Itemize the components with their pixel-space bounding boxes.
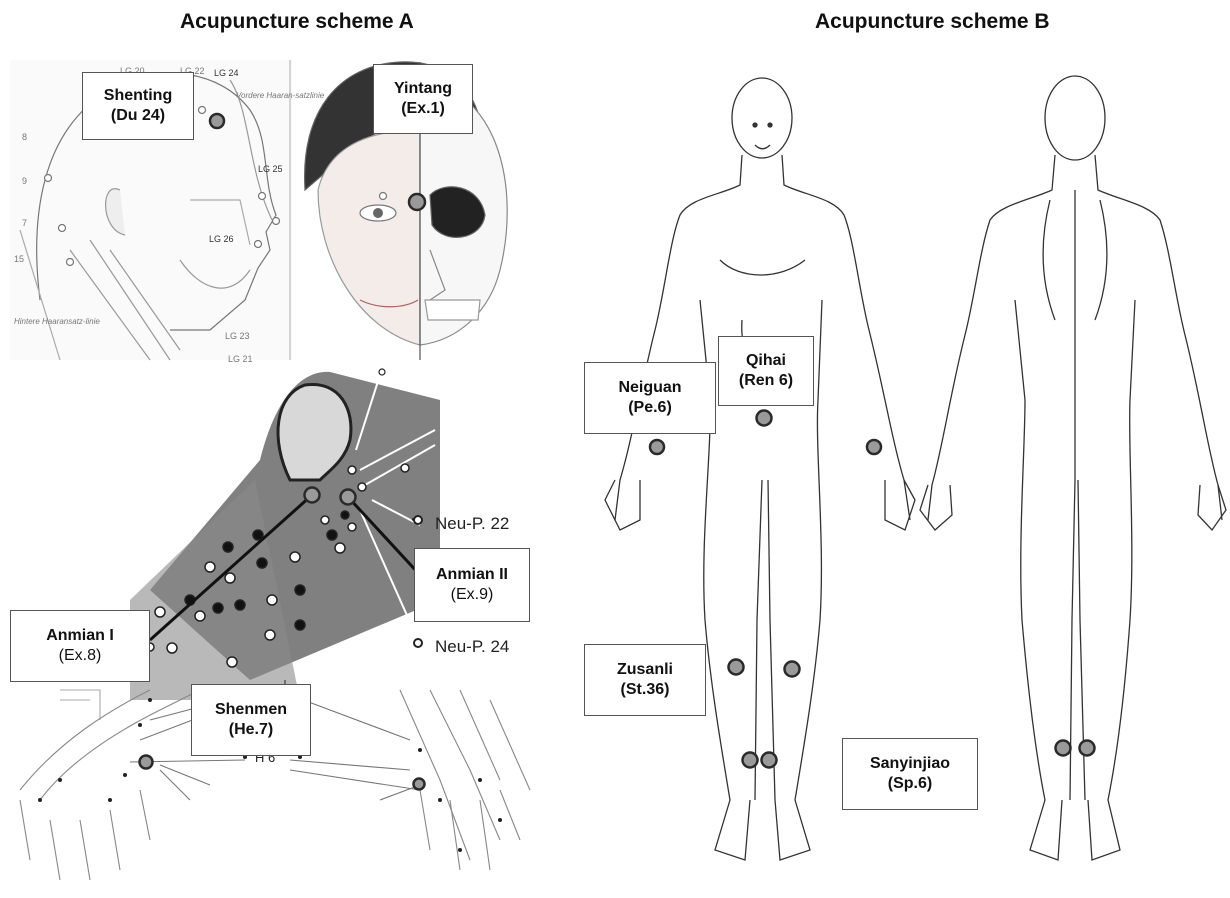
lg26-text: LG 26	[209, 234, 234, 244]
n8-text: 8	[22, 132, 27, 142]
zusanli-code: (St.36)	[585, 680, 705, 700]
marker-qihai	[757, 411, 772, 426]
n15-text: 15	[14, 254, 24, 264]
shenting-code: (Du 24)	[83, 106, 193, 126]
yintang-code: (Ex.1)	[374, 99, 472, 119]
yintang-name: Yintang	[374, 79, 472, 99]
label-qihai: Qihai (Ren 6)	[718, 336, 814, 406]
neu-p24-label: Neu-P. 24	[435, 637, 509, 657]
marker-zusanli-left	[729, 660, 744, 675]
anmian1-name: Anmian I	[11, 626, 149, 646]
label-anmian1: Anmian I (Ex.8)	[10, 610, 150, 682]
sanyinjiao-code: (Sp.6)	[843, 774, 977, 794]
marker-shenmen-right	[414, 779, 425, 790]
qihai-name: Qihai	[719, 351, 813, 371]
marker-shenmen-left	[140, 756, 153, 769]
anmian2-name: Anmian II	[415, 565, 529, 585]
neiguan-name: Neiguan	[585, 378, 715, 398]
shenting-name: Shenting	[83, 86, 193, 106]
label-shenmen: Shenmen (He.7)	[191, 684, 311, 756]
label-shenting: Shenting (Du 24)	[82, 72, 194, 140]
lg21-text: LG 21	[228, 354, 253, 364]
n9-text: 9	[22, 176, 27, 186]
shenmen-name: Shenmen	[192, 700, 310, 720]
hintere-haargrenze-text: Hintere Haaransatz-linie	[14, 317, 100, 326]
marker-sanyinjiao-back-right	[1080, 741, 1095, 756]
label-sanyinjiao: Sanyinjiao (Sp.6)	[842, 738, 978, 810]
neiguan-code: (Pe.6)	[585, 398, 715, 418]
marker-zusanli-right	[785, 662, 800, 677]
marker-neiguan-left	[650, 440, 664, 454]
anmian1-code: (Ex.8)	[11, 646, 149, 666]
label-yintang: Yintang (Ex.1)	[373, 64, 473, 134]
marker-yintang	[409, 194, 425, 210]
marker-anmian1	[305, 488, 320, 503]
label-zusanli: Zusanli (St.36)	[584, 644, 706, 716]
lg23-text: LG 23	[225, 331, 250, 341]
vordere-haargrenze-text: Vordere Haaran-satzlinie	[236, 91, 325, 100]
n7-text: 7	[22, 218, 27, 228]
shenmen-code: (He.7)	[192, 720, 310, 740]
marker-anmian2	[341, 490, 356, 505]
marker-sanyinjiao-front-left	[743, 753, 758, 768]
marker-shenting	[210, 114, 224, 128]
label-anmian2: Anmian II (Ex.9)	[414, 548, 530, 622]
marker-sanyinjiao-back-left	[1056, 741, 1071, 756]
marker-sanyinjiao-front-right	[762, 753, 777, 768]
marker-neiguan-right	[867, 440, 881, 454]
ear-neck-illustration	[130, 369, 440, 700]
lg24-text: LG 24	[214, 68, 239, 78]
zusanli-name: Zusanli	[585, 660, 705, 680]
neu-p22-label: Neu-P. 22	[435, 514, 509, 534]
label-neiguan: Neiguan (Pe.6)	[584, 362, 716, 434]
anmian2-code: (Ex.9)	[415, 585, 529, 605]
sanyinjiao-name: Sanyinjiao	[843, 754, 977, 774]
lg25-text: LG 25	[258, 164, 283, 174]
qihai-code: (Ren 6)	[719, 371, 813, 391]
